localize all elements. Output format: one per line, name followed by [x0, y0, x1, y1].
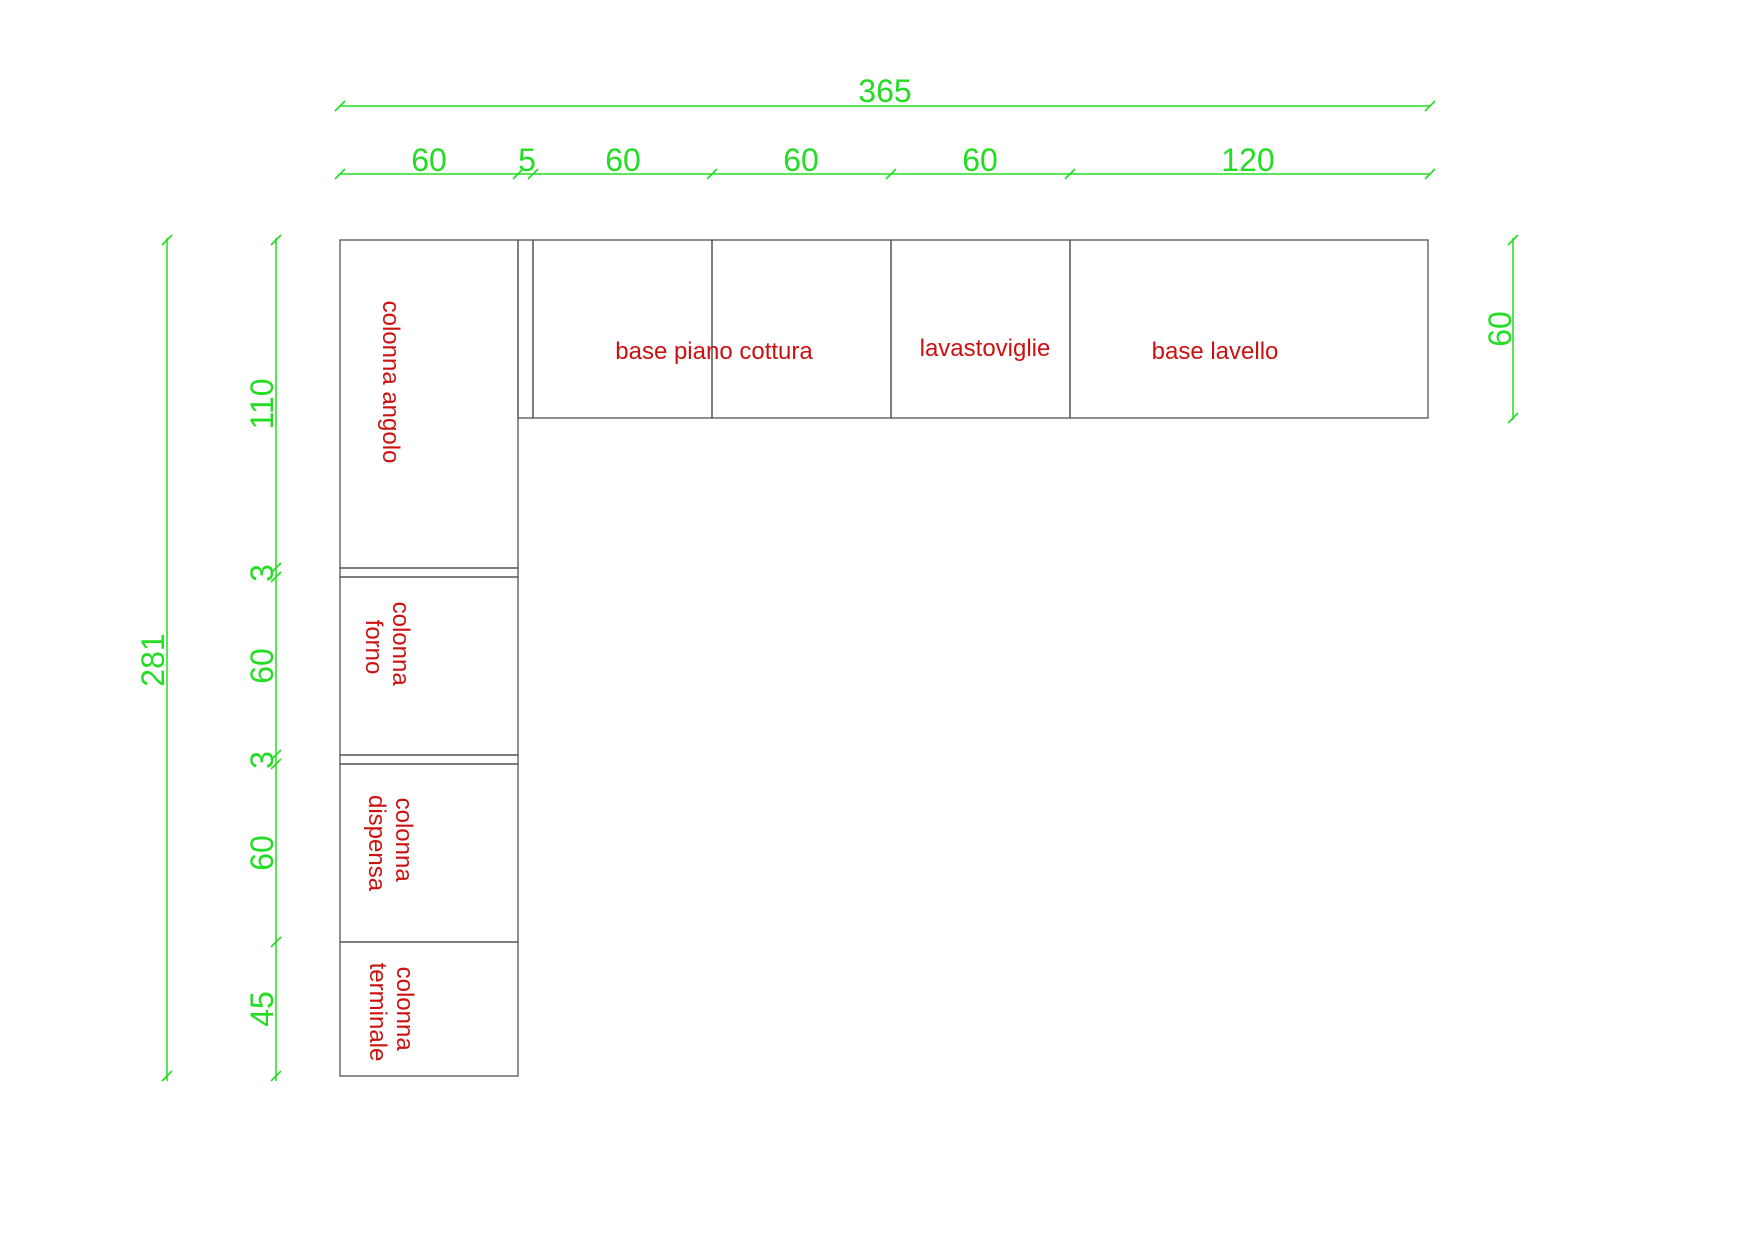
label-colonna-forno: colonna forno — [360, 602, 414, 693]
cabinet-colonna-terminale — [339, 941, 519, 1077]
tick — [1064, 168, 1076, 180]
label-base-lavello: base lavello — [1152, 338, 1279, 365]
label-line: terminale — [364, 963, 391, 1062]
label-colonna-angolo: colonna angolo — [377, 301, 404, 464]
label-colonna-terminale: colonna terminale — [364, 963, 418, 1062]
cabinet-outlines — [339, 239, 1429, 1077]
dimension-lines — [166, 105, 1514, 1081]
dim-left-segment: 60 — [244, 835, 280, 871]
label-line: forno — [360, 620, 387, 675]
filler-strip-top — [517, 239, 534, 419]
tick — [527, 168, 539, 180]
cabinet-lavastoviglie — [890, 239, 1071, 419]
dim-left-segment: 3 — [244, 751, 280, 769]
dim-right-depth: 60 — [1482, 311, 1518, 347]
label-base-piano-cottura: base piano cottura — [615, 338, 813, 365]
dimension-labels: 365 60 5 60 60 60 120 281 110 3 60 3 60 … — [135, 73, 1518, 1027]
dimension-ticks — [161, 100, 1519, 1082]
tick — [1507, 234, 1519, 246]
tick — [885, 168, 897, 180]
label-colonna-dispensa: colonna dispensa — [363, 795, 417, 892]
dim-left-segment: 45 — [244, 991, 280, 1027]
dim-top-segment: 60 — [962, 142, 998, 178]
dim-top-segment: 120 — [1221, 142, 1274, 178]
label-lavastoviglie: lavastoviglie — [920, 335, 1051, 362]
tick — [270, 571, 282, 583]
tick — [1424, 100, 1436, 112]
cabinet-base-piano-cottura-right — [711, 239, 892, 419]
dim-top-segment: 5 — [518, 142, 536, 178]
tick — [1424, 168, 1436, 180]
tick — [270, 234, 282, 246]
tick — [270, 562, 282, 574]
dim-left-segment: 110 — [244, 378, 280, 429]
dim-top-segment: 60 — [411, 142, 447, 178]
tick — [161, 234, 173, 246]
tick — [334, 168, 346, 180]
label-line: dispensa — [363, 795, 390, 892]
dim-top-segment: 60 — [783, 142, 819, 178]
tick — [161, 1070, 173, 1082]
tick — [1507, 412, 1519, 424]
tick — [270, 936, 282, 948]
label-line: colonna — [387, 602, 414, 687]
cabinet-labels: base piano cottura lavastoviglie base la… — [360, 301, 1278, 1062]
dim-total-height: 281 — [135, 633, 171, 686]
cabinet-base-piano-cottura-left — [532, 239, 713, 419]
tick — [706, 168, 718, 180]
dim-top-segment: 60 — [605, 142, 641, 178]
cabinet-colonna-angolo — [339, 239, 519, 569]
dim-left-segment: 3 — [244, 564, 280, 582]
dim-total-width: 365 — [858, 73, 911, 109]
label-line: colonna — [390, 798, 417, 883]
tick — [270, 1070, 282, 1082]
tick — [270, 749, 282, 761]
tick — [512, 168, 524, 180]
tick — [334, 100, 346, 112]
cabinet-base-lavello — [1069, 239, 1429, 419]
filler-strip-2 — [339, 754, 519, 765]
tick — [270, 758, 282, 770]
filler-strip-1 — [339, 567, 519, 578]
label-line: colonna — [391, 967, 418, 1052]
dim-left-segment: 60 — [244, 648, 280, 684]
